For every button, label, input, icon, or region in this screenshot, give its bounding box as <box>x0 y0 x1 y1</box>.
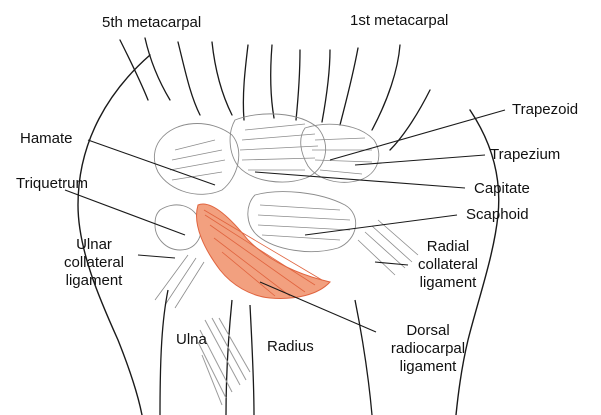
wrist-outline <box>78 55 499 415</box>
forearm-bones <box>160 290 372 415</box>
interosseous-shading <box>198 318 250 405</box>
carpal-bones <box>154 114 378 252</box>
